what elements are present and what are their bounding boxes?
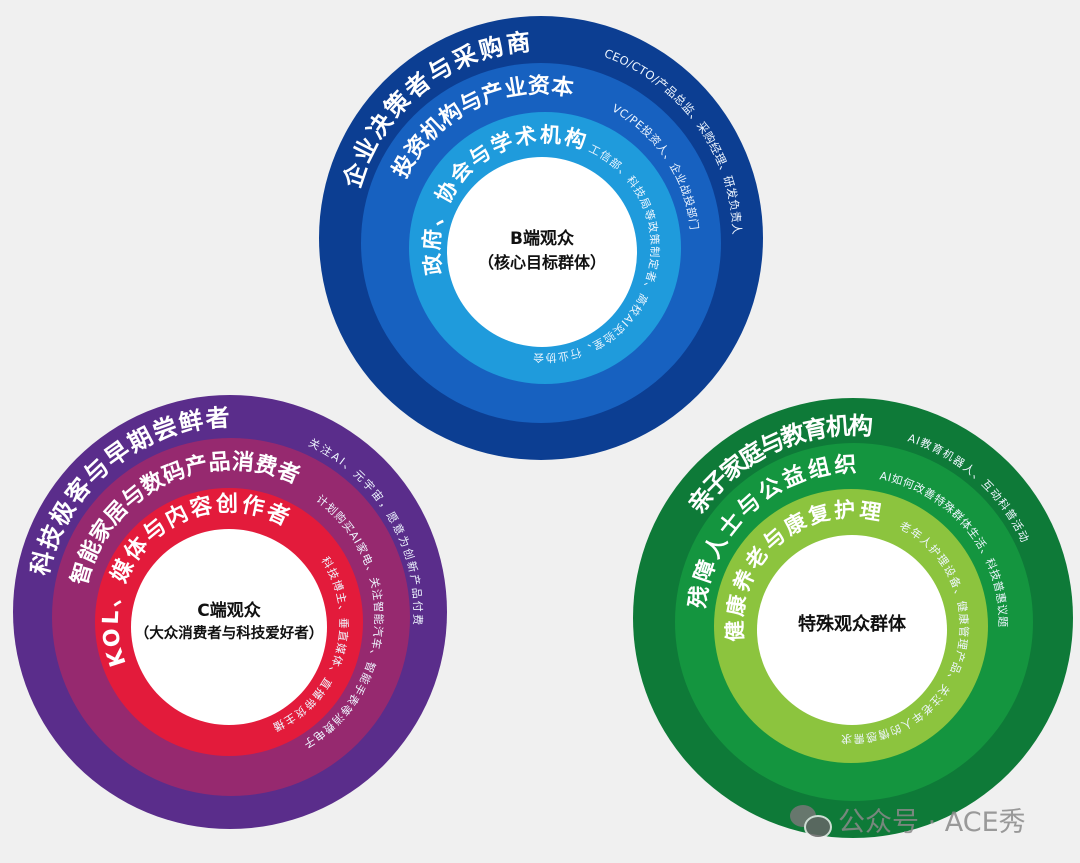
center-label: B端观众 (510, 228, 575, 249)
wechat-icon (790, 803, 832, 839)
watermark: 公众号 · ACE秀 (790, 800, 1026, 839)
center-disc (131, 529, 327, 725)
center-disc (447, 157, 637, 347)
center-label: 特殊观众群体 (798, 613, 907, 635)
center-disc (757, 535, 947, 725)
audience-circle-c: 科技极客与早期尝鲜者关注AI、元宇宙，愿意为创新产品付费智能家居与数码产品消费者… (13, 395, 447, 829)
watermark-text: 公众号 · ACE秀 (838, 807, 1026, 838)
center-label: （核心目标群体） (478, 253, 606, 272)
center-label: C端观众 (197, 600, 261, 621)
center-label: （大众消费者与科技爱好者） (135, 624, 324, 642)
